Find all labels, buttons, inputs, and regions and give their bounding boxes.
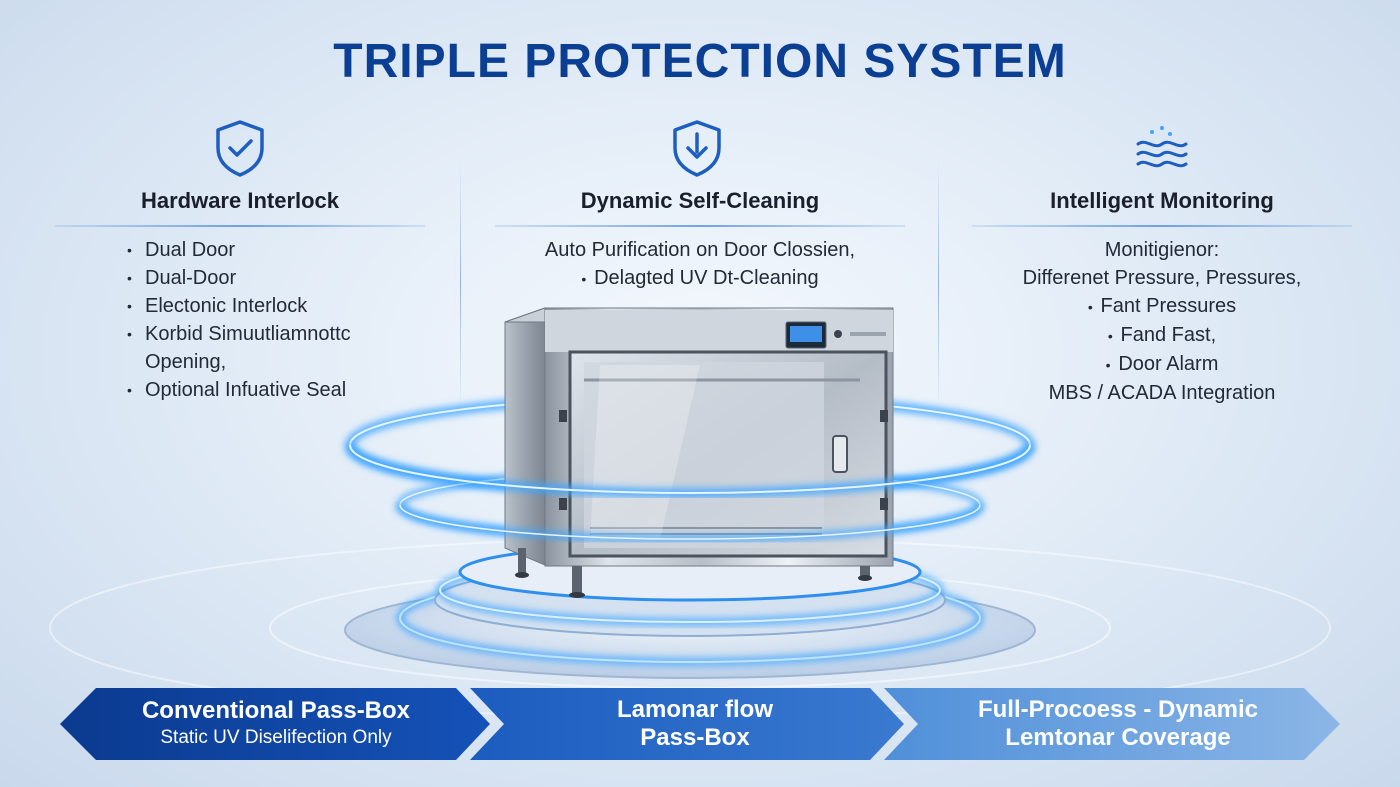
- shield-down-arrow-icon: [673, 120, 721, 177]
- title-underline: [55, 225, 425, 227]
- list-item: • Fand Fast,: [972, 321, 1352, 350]
- stage-subtitle: Static UV Diselifection Only: [160, 727, 392, 748]
- feature-title: Intelligent Monitoring: [1050, 188, 1274, 213]
- column-divider: [460, 160, 461, 410]
- column-divider: [938, 160, 939, 410]
- feature-list: Auto Purification on Door Clossien, • De…: [495, 236, 905, 293]
- bullet-dot: •: [581, 271, 595, 287]
- list-item: Auto Purification on Door Clossien,: [544, 239, 856, 261]
- feature-column-dynamic-self-cleaning: Dynamic Self-Cleaning Auto Purification …: [495, 118, 905, 318]
- list-item: Differenet Pressure, Pressures,: [1022, 267, 1302, 289]
- list-item: MBS / ACADA Integration: [1048, 382, 1276, 404]
- feature-list: Dual Door Dual-Door Electonic Interlock …: [125, 236, 425, 404]
- bullet-dot: •: [1087, 299, 1101, 315]
- list-item-text: Fand Fast,: [1120, 324, 1217, 346]
- stage-title: Full-Procoess - Dynamic: [977, 696, 1259, 723]
- list-item: • Fant Pressures: [972, 292, 1352, 321]
- list-item: • Door Alarm: [972, 350, 1352, 379]
- list-item: Monitigienor:: [1104, 239, 1220, 261]
- list-item: Opening,: [145, 351, 227, 373]
- feature-column-intelligent-monitoring: Intelligent Monitoring Monitigienor: Dif…: [972, 118, 1352, 418]
- page-title: TRIPLE PROTECTION SYSTEM: [333, 35, 1067, 88]
- stage-subtitle: Pass-Box: [640, 724, 750, 751]
- list-item: Dual Door: [125, 236, 425, 264]
- stage-title: Conventional Pass-Box: [141, 697, 411, 724]
- title-underline: [972, 225, 1352, 227]
- bullet-dot: •: [1105, 357, 1119, 373]
- stage-arrow-shape: [60, 688, 490, 760]
- feature-list: Monitigienor: Differenet Pressure, Press…: [972, 236, 1352, 407]
- feature-column-hardware-interlock: Hardware Interlock Dual Door Dual-Door E…: [55, 118, 425, 418]
- feature-title: Dynamic Self-Cleaning: [580, 188, 820, 213]
- list-item-text: Door Alarm: [1118, 353, 1219, 375]
- list-item: • Delagted UV Dt-Cleaning: [495, 264, 905, 293]
- stage-laminar-flow-pass-box: Lamonar flow Pass-Box: [504, 688, 886, 760]
- bullet-dot: •: [1107, 328, 1121, 344]
- stage-conventional-pass-box: Conventional Pass-Box Static UV Diselife…: [96, 688, 456, 760]
- list-item-text: Delagted UV Dt-Cleaning: [594, 267, 819, 289]
- stage-title: Lamonar flow: [616, 696, 773, 723]
- stage-arrow-shape: [884, 688, 1340, 760]
- stage-full-process-dynamic: Full-Procoess - Dynamic Lemtonar Coverag…: [918, 688, 1318, 760]
- list-item: Korbid Simuutliamnottc: [125, 320, 425, 348]
- list-item: Optional Infuative Seal: [125, 376, 425, 404]
- list-item: Electonic Interlock: [125, 292, 425, 320]
- list-item-text: Fant Pressures: [1100, 295, 1237, 317]
- list-item: Dual-Door: [125, 264, 425, 292]
- shield-check-icon: [216, 120, 264, 177]
- airflow-waves-icon: [1136, 126, 1188, 168]
- stage-arrow-shape: [470, 688, 904, 760]
- stage-subtitle: Lemtonar Coverage: [1005, 724, 1231, 751]
- feature-title: Hardware Interlock: [140, 188, 340, 213]
- title-underline: [495, 225, 905, 227]
